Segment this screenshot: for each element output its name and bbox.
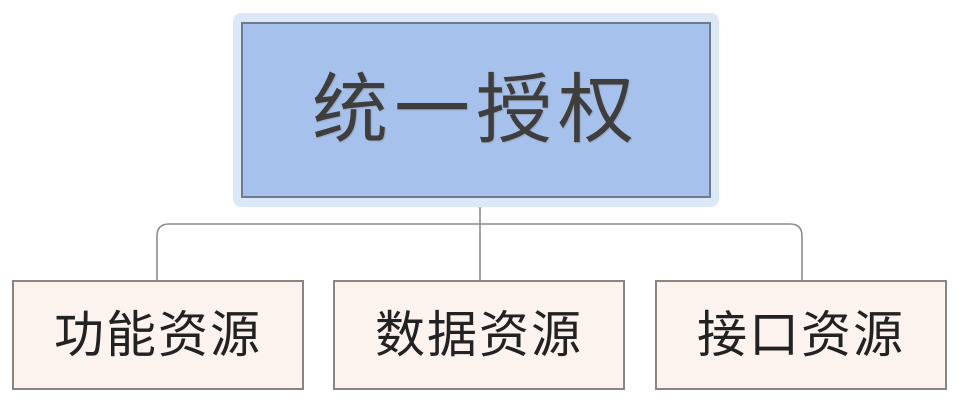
child-node-label: 接口资源 bbox=[697, 306, 905, 364]
child-node-label: 数据资源 bbox=[375, 306, 583, 364]
child-node-label: 功能资源 bbox=[54, 306, 262, 364]
root-node[interactable]: 统一授权 bbox=[241, 22, 711, 198]
root-node-label: 统一授权 bbox=[312, 65, 640, 154]
child-node-interface-resources[interactable]: 接口资源 bbox=[655, 280, 947, 390]
child-node-function-resources[interactable]: 功能资源 bbox=[12, 280, 304, 390]
child-node-data-resources[interactable]: 数据资源 bbox=[333, 280, 625, 390]
connector-bus bbox=[156, 223, 803, 280]
